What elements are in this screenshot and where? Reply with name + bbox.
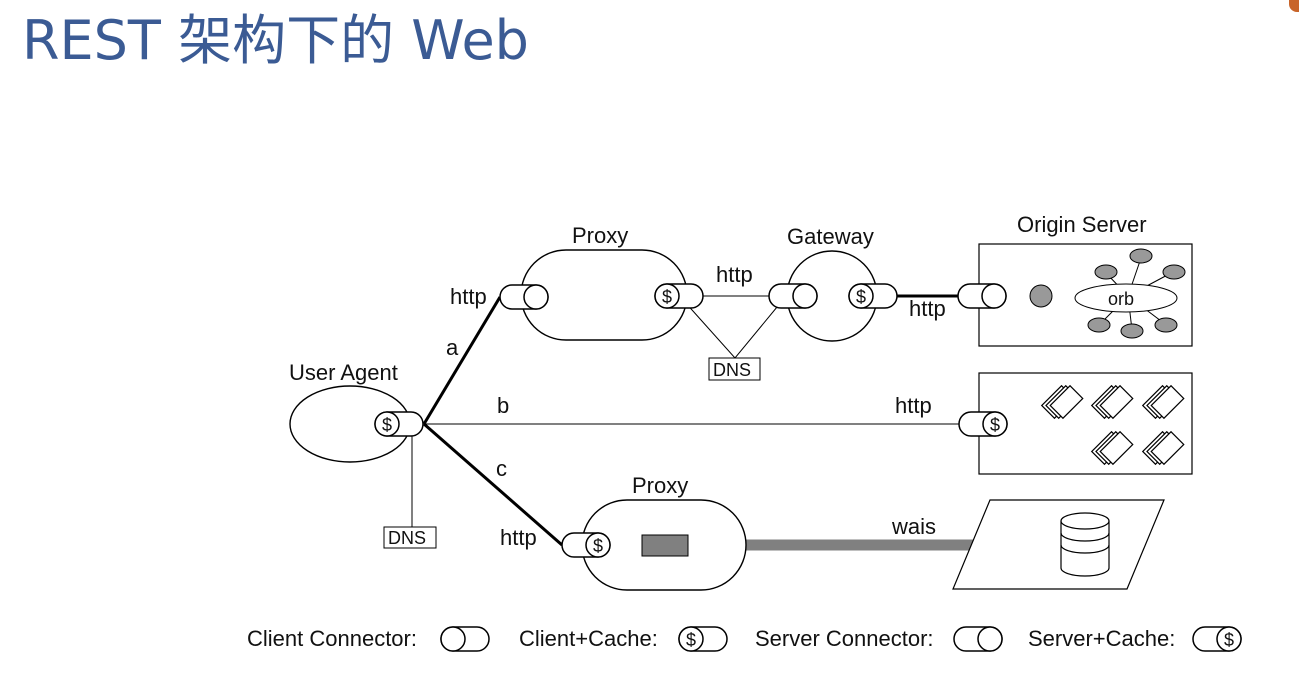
server-connector-icon [957, 283, 1007, 309]
http-label: http [500, 525, 537, 550]
orb-satellite [1129, 248, 1153, 264]
proxy-dns-gateway-line [683, 300, 783, 359]
client-cache-connector-icon: $ [374, 411, 424, 437]
database-icon [1060, 512, 1110, 577]
path-b-label: b [497, 393, 509, 418]
path-c-label: c [496, 456, 507, 481]
legend-client-connector-icon [440, 626, 490, 652]
legend-server-connector-icon [953, 626, 1003, 652]
server-connector-icon [499, 284, 549, 310]
diagram-labels: Proxy Gateway Origin Server User Agent P… [289, 212, 1147, 550]
cache-symbol: $ [1224, 630, 1234, 650]
cache-symbol: $ [662, 287, 672, 307]
components [289, 243, 1193, 591]
orb-cluster [1029, 248, 1186, 339]
orb-label: orb [1108, 289, 1134, 309]
orb-satellite [1087, 317, 1111, 333]
orb-satellite [1094, 264, 1118, 280]
path-a-label: a [446, 335, 459, 360]
folder-icon [1141, 384, 1185, 420]
legend-server-cache-label: Server+Cache: [1028, 626, 1175, 651]
client-cache-connector-icon: $ [654, 283, 704, 309]
http-label: http [716, 262, 753, 287]
client-cache-connector-icon: $ [848, 283, 898, 309]
legend-server-connector-label: Server Connector: [755, 626, 934, 651]
legend-client-connector-label: Client Connector: [247, 626, 417, 651]
folder-icon [1090, 384, 1134, 420]
dns-left-box [383, 526, 437, 549]
proxy-bottom-label: Proxy [632, 473, 688, 498]
cache-symbol: $ [990, 415, 1000, 435]
wais-gateway-block [641, 534, 689, 557]
http-label: http [909, 296, 946, 321]
legend-client-cache-label: Client+Cache: [519, 626, 658, 651]
wais-server-shape [952, 499, 1165, 590]
orb-shape [1074, 283, 1178, 313]
origin-node [1029, 284, 1053, 308]
gateway-label: Gateway [787, 224, 874, 249]
wais-label: wais [891, 514, 936, 539]
folder-icon [1040, 384, 1084, 420]
cache-symbol: $ [686, 630, 696, 650]
server-connector-icon [768, 283, 818, 309]
corner-decoration [1289, 0, 1299, 12]
http-label: http [895, 393, 932, 418]
connectors: $ $ $ $ $ [374, 283, 1008, 558]
server-cache-connector-icon: $ [561, 532, 611, 558]
file-icons [1040, 384, 1185, 466]
folder-icon [1141, 430, 1185, 466]
path-c-line [423, 422, 563, 547]
path-a-line [422, 296, 502, 425]
cache-symbol: $ [382, 415, 392, 435]
slide-title: REST 架构下的 Web [22, 9, 529, 72]
server-cache-connector-icon: $ [958, 411, 1008, 437]
http-label: http [450, 284, 487, 309]
dns-left-label: DNS [388, 528, 426, 548]
legend: Client Connector: Client+Cache: $ Server… [247, 626, 1242, 652]
folder-icon [1090, 430, 1134, 466]
orb-satellite [1120, 323, 1144, 339]
dns-top-box [708, 357, 761, 381]
user-agent-label: User Agent [289, 360, 398, 385]
cache-symbol: $ [593, 536, 603, 556]
origin-server-label: Origin Server [1017, 212, 1147, 237]
dns-top-label: DNS [713, 360, 751, 380]
orb-satellite [1162, 264, 1186, 280]
proxy-top-label: Proxy [572, 223, 628, 248]
cache-symbol: $ [856, 287, 866, 307]
legend-server-cache-icon: $ [1192, 626, 1242, 652]
orb-satellite [1154, 317, 1178, 333]
legend-client-cache-icon: $ [678, 626, 728, 652]
